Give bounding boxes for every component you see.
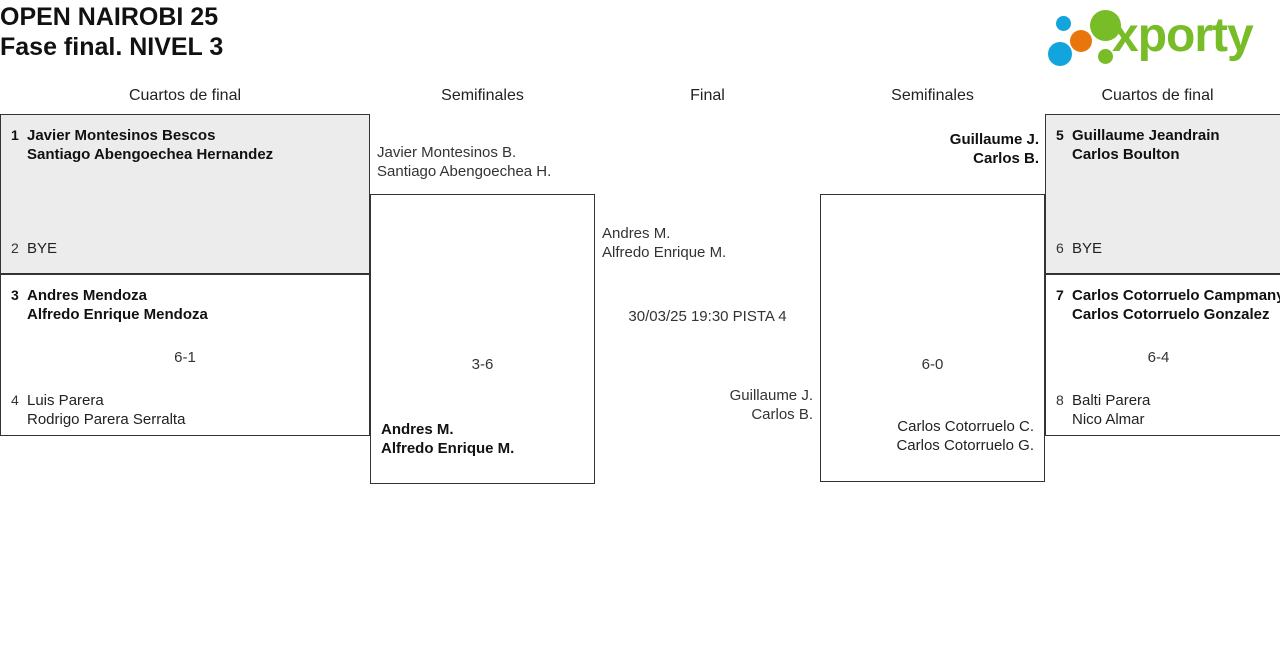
- team-names: Balti Parera Nico Almar: [1072, 391, 1150, 429]
- logo-dots-icon: [1044, 8, 1121, 66]
- green-large-dot-icon: [1090, 10, 1121, 41]
- match-sf2[interactable]: Carlos Cotorruelo C. Carlos Cotorruelo G…: [820, 194, 1045, 482]
- page-title: OPEN NAIROBI 25 Fase final. NIVEL 3: [0, 2, 223, 62]
- team-names: BYE: [1072, 239, 1102, 258]
- seed-number: 7: [1056, 287, 1064, 303]
- player-name: Nico Almar: [1072, 411, 1145, 428]
- match-sf1-top-team: Javier Montesinos B. Santiago Abengoeche…: [377, 143, 551, 181]
- match-qf1-bottom-team: 2 BYE: [11, 239, 57, 258]
- match-sf2-score: 6-0: [921, 356, 944, 373]
- player-name: Carlos Cotorruelo C.: [897, 418, 1034, 435]
- player-name: Javier Montesinos Bescos: [27, 127, 216, 144]
- player-name: BYE: [27, 240, 58, 257]
- player-name: Guillaume J.: [729, 387, 813, 404]
- team-names: Luis Parera Rodrigo Parera Serralta: [27, 391, 185, 429]
- match-qf1-top-team: 1 Javier Montesinos Bescos Santiago Aben…: [11, 126, 273, 164]
- player-name: Javier Montesinos B.: [377, 144, 517, 161]
- player-name: Luis Parera: [27, 392, 104, 409]
- team-names: Carlos Cotorruelo C. Carlos Cotorruelo G…: [896, 417, 1034, 455]
- team-names: Javier Montesinos Bescos Santiago Abengo…: [27, 126, 273, 164]
- xporty-logo[interactable]: xporty: [1044, 8, 1272, 66]
- tournament-name: OPEN NAIROBI 25: [0, 3, 219, 31]
- player-name: BYE: [1072, 240, 1103, 257]
- seed-number: 5: [1056, 127, 1064, 143]
- bracket: 1 Javier Montesinos Bescos Santiago Aben…: [0, 114, 1280, 654]
- player-name: Alfredo Enrique M.: [381, 440, 515, 457]
- team-names: BYE: [27, 239, 57, 258]
- player-name: Andres M.: [602, 225, 671, 242]
- round-headers: Cuartos de final Semifinales Final Semif…: [0, 86, 1280, 114]
- round-header-cuartos-de-final-right: Cuartos de final: [1101, 87, 1214, 104]
- seed-number: 4: [11, 392, 19, 408]
- match-qf2-bottom-team: 4 Luis Parera Rodrigo Parera Serralta: [11, 391, 185, 429]
- match-qf1[interactable]: 1 Javier Montesinos Bescos Santiago Aben…: [0, 114, 370, 274]
- match-sf1-score: 3-6: [471, 356, 494, 373]
- tournament-phase: Fase final. NIVEL 3: [0, 33, 224, 61]
- match-qf4[interactable]: 7 Carlos Cotorruelo Campmany Carlos Coto…: [1045, 274, 1280, 436]
- seed-number: 2: [11, 240, 19, 256]
- blue-large-dot-icon: [1048, 42, 1072, 66]
- match-sf1-bottom-team: Andres M. Alfredo Enrique M.: [381, 420, 514, 458]
- round-header-final: Final: [690, 87, 725, 104]
- player-name: Carlos Cotorruelo Gonzalez: [1072, 306, 1270, 323]
- logo-wordmark: xporty: [1112, 9, 1254, 62]
- team-names: Andres M. Alfredo Enrique M.: [381, 420, 514, 458]
- player-name: Rodrigo Parera Serralta: [27, 411, 186, 428]
- match-qf3[interactable]: 5 Guillaume Jeandrain Carlos Boulton 6 B…: [1045, 114, 1280, 274]
- player-name: Carlos B.: [751, 406, 813, 423]
- match-qf4-top-team: 7 Carlos Cotorruelo Campmany Carlos Coto…: [1056, 286, 1280, 324]
- match-final-bottom-team: Guillaume J. Carlos B.: [595, 386, 813, 424]
- seed-number: 1: [11, 127, 19, 143]
- player-name: Guillaume J.: [949, 131, 1039, 148]
- player-name: Andres Mendoza: [27, 287, 148, 304]
- player-name: Guillaume Jeandrain: [1072, 127, 1220, 144]
- team-names: Guillaume Jeandrain Carlos Boulton: [1072, 126, 1220, 164]
- player-name: Carlos Cotorruelo Campmany: [1072, 287, 1280, 304]
- player-name: Alfredo Enrique Mendoza: [27, 306, 208, 323]
- team-names: Andres Mendoza Alfredo Enrique Mendoza: [27, 286, 208, 324]
- match-qf4-bottom-team: 8 Balti Parera Nico Almar: [1056, 391, 1150, 429]
- player-name: Alfredo Enrique M.: [602, 244, 727, 261]
- player-name: Carlos Cotorruelo G.: [896, 437, 1034, 454]
- player-name: Carlos Boulton: [1072, 146, 1180, 163]
- seed-number: 6: [1056, 240, 1064, 256]
- round-header-semifinales-left: Semifinales: [441, 87, 524, 104]
- match-qf4-score: 6-4: [1147, 349, 1170, 366]
- player-name: Andres M.: [381, 421, 454, 438]
- seed-number: 8: [1056, 392, 1064, 408]
- match-qf3-top-team: 5 Guillaume Jeandrain Carlos Boulton: [1056, 126, 1220, 164]
- match-qf2-top-team: 3 Andres Mendoza Alfredo Enrique Mendoza: [11, 286, 208, 324]
- match-final-top-team: Andres M. Alfredo Enrique M.: [602, 224, 726, 262]
- player-name: Santiago Abengoechea Hernandez: [27, 146, 274, 163]
- match-sf2-bottom-team: Carlos Cotorruelo C. Carlos Cotorruelo G…: [896, 417, 1034, 455]
- team-names: Carlos Cotorruelo Campmany Carlos Cotorr…: [1072, 286, 1280, 324]
- match-qf2[interactable]: 3 Andres Mendoza Alfredo Enrique Mendoza…: [0, 274, 370, 436]
- seed-number: 3: [11, 287, 19, 303]
- orange-dot-icon: [1070, 30, 1092, 52]
- match-final-schedule: 30/03/25 19:30 PISTA 4: [628, 308, 787, 325]
- player-name: Carlos B.: [973, 150, 1039, 167]
- match-qf2-score: 6-1: [174, 349, 196, 366]
- match-sf2-top-team: Guillaume J. Carlos B.: [820, 130, 1039, 168]
- player-name: Santiago Abengoechea H.: [377, 163, 552, 180]
- blue-small-dot-icon: [1056, 16, 1071, 31]
- green-small-dot-icon: [1098, 49, 1113, 64]
- round-header-semifinales-right: Semifinales: [891, 87, 974, 104]
- round-header-cuartos-de-final-left: Cuartos de final: [128, 87, 242, 104]
- page-header: OPEN NAIROBI 25 Fase final. NIVEL 3 xpor…: [0, 0, 1280, 86]
- match-sf1[interactable]: Andres M. Alfredo Enrique M. 3-6: [370, 194, 595, 484]
- match-qf3-bottom-team: 6 BYE: [1056, 239, 1102, 258]
- player-name: Balti Parera: [1072, 392, 1151, 409]
